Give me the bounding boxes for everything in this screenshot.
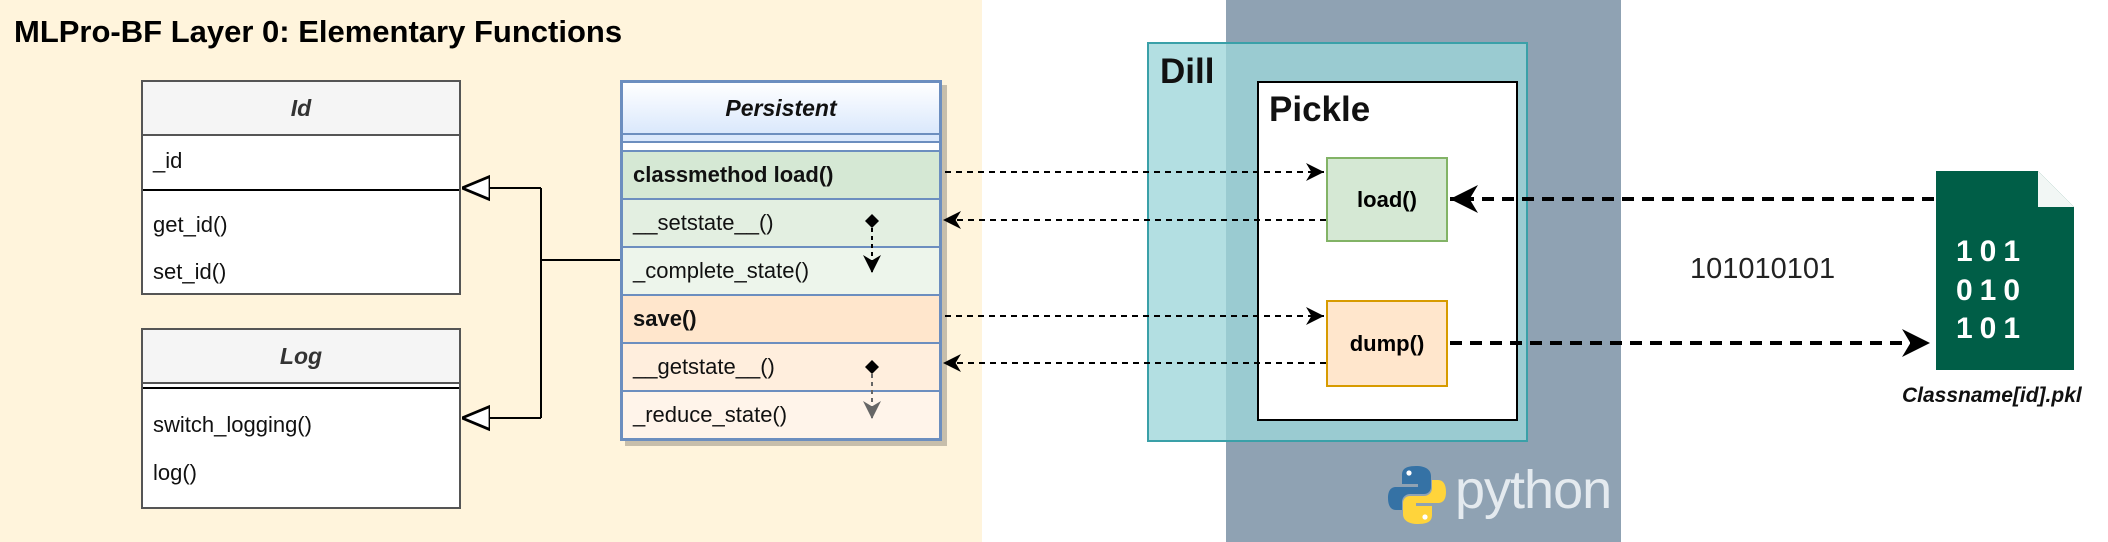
id-method-get: get_id() (153, 212, 228, 237)
persistent-class-name: Persistent (623, 83, 939, 135)
persistent-row-complete-state-label: _complete_state() (633, 258, 810, 283)
persistent-row-load-label: classmethod load() (633, 162, 834, 187)
file-caption: Classname[id].pkl (1902, 384, 2082, 407)
persistent-row-setstate[interactable]: __setstate__() (623, 198, 939, 246)
page-title: MLPro-BF Layer 0: Elementary Functions (14, 14, 623, 49)
python-logo-text: python (1455, 460, 1612, 520)
inheritance-connector (462, 188, 620, 418)
log-class-name: Log (143, 330, 459, 384)
persistent-row-load[interactable]: classmethod load() (623, 150, 939, 198)
python-logo-icon (1388, 466, 1446, 524)
pickle-dump-label: dump() (1349, 330, 1425, 356)
pickle-label: Pickle (1269, 90, 1371, 129)
setstate-to-complete-arrow (863, 214, 881, 273)
pkl-file-icon (1936, 171, 2074, 370)
id-attribute: _id (153, 148, 183, 173)
persistent-row-complete-state[interactable]: _complete_state() (623, 246, 939, 294)
file-line-3: 101 (1956, 312, 2028, 345)
persistent-class-box[interactable]: Persistent classmethod load() __setstate… (620, 80, 942, 441)
id-class-box[interactable]: Id _id get_id() set_id() (141, 80, 461, 295)
log-class-divider (143, 387, 459, 389)
file-line-1: 101 (1956, 235, 2028, 268)
log-method-log: log() (153, 460, 198, 485)
persistent-row-getstate-label: __getstate__() (633, 354, 775, 379)
persistent-row-getstate[interactable]: __getstate__() (623, 342, 939, 390)
persistent-row-setstate-label: __setstate__() (633, 210, 774, 235)
dill-label: Dill (1160, 52, 1215, 91)
id-class-divider (143, 189, 459, 191)
id-method-set: set_id() (153, 259, 227, 284)
getstate-to-reduce-arrow (863, 360, 881, 419)
persistent-row-reduce-state[interactable]: _reduce_state() (623, 390, 939, 438)
binary-stream-label: 101010101 (1690, 253, 1836, 285)
pickle-dump-function[interactable]: dump() (1326, 300, 1448, 387)
persistent-row-save-label: save() (633, 306, 697, 331)
persistent-separator (623, 141, 939, 150)
log-class-box[interactable]: Log switch_logging() log() (141, 328, 461, 509)
persistent-row-reduce-state-label: _reduce_state() (633, 402, 788, 427)
persistent-row-save[interactable]: save() (623, 294, 939, 342)
file-line-2: 010 (1956, 274, 2028, 307)
pickle-load-label: load() (1357, 186, 1417, 212)
pickle-load-function[interactable]: load() (1326, 157, 1448, 242)
id-class-name: Id (143, 82, 459, 136)
log-method-switch: switch_logging() (153, 412, 312, 437)
